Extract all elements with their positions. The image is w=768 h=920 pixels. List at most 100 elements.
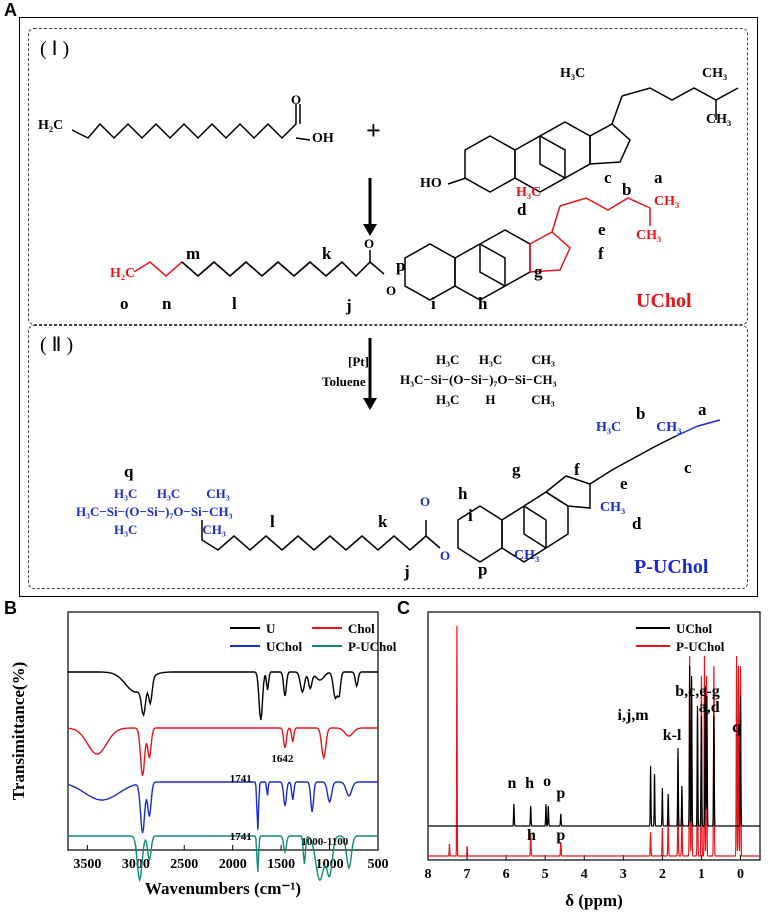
chol-letter-d: d bbox=[517, 200, 527, 219]
nmr-peak-label: q bbox=[732, 719, 741, 736]
ftir-legend-label: U bbox=[266, 621, 276, 636]
ftir-x-tick-label: 500 bbox=[368, 857, 389, 872]
p-letter-j: j bbox=[404, 562, 410, 581]
nmr-plot-frame bbox=[427, 611, 761, 861]
p-o-carbonyl: O bbox=[420, 494, 431, 509]
p-letter-e: e bbox=[620, 474, 628, 493]
plus-sign: + bbox=[366, 116, 381, 145]
u-letter-o: o bbox=[120, 294, 129, 313]
u-letter-m: m bbox=[186, 244, 201, 263]
ftir-series-p-uchol bbox=[68, 835, 378, 883]
p-letter-l: l bbox=[270, 512, 275, 531]
chol-ch3-bottom: CH₃ bbox=[706, 112, 732, 127]
solvent-label: Toluene bbox=[322, 374, 366, 389]
reagent-siloxane-1: H₃C H₃C CH₃ bbox=[436, 352, 555, 367]
panel-a-frame bbox=[19, 17, 758, 597]
u-letter-f: f bbox=[598, 244, 604, 263]
p-letter-i: i bbox=[468, 506, 473, 525]
p-letter-k: k bbox=[378, 512, 388, 531]
nmr-x-tick-label: 8 bbox=[425, 867, 432, 882]
u-letter-e: e bbox=[598, 220, 606, 239]
ftir-series-u bbox=[68, 671, 378, 721]
p-letter-p: p bbox=[478, 560, 488, 579]
u-letter-k: k bbox=[322, 244, 332, 263]
panel-a-letter: A bbox=[4, 0, 17, 20]
ftir-x-tick-label: 1000 bbox=[316, 857, 344, 872]
ftir-x-tick-label: 2000 bbox=[219, 857, 247, 872]
panel-c-letter: C bbox=[397, 598, 410, 618]
step2-box bbox=[28, 325, 748, 589]
p-letter-f: f bbox=[574, 460, 580, 479]
ftir-x-tick-label: 2500 bbox=[170, 857, 198, 872]
u-letter-l: l bbox=[232, 294, 237, 313]
p-letter-g: g bbox=[512, 460, 521, 479]
step1-label: ( Ⅰ ) bbox=[40, 38, 70, 60]
step1-box bbox=[28, 28, 748, 325]
catalyst-label: [Pt] bbox=[348, 354, 369, 369]
chol-h3c: H₃C bbox=[560, 66, 586, 81]
uchol-o-carbonyl: O bbox=[364, 236, 375, 251]
nmr-x-tick-label: 6 bbox=[503, 867, 510, 882]
nmr-x-tick-label: 2 bbox=[659, 867, 666, 882]
step2-label: ( Ⅱ ) bbox=[40, 334, 74, 356]
nmr-x-tick-label: 5 bbox=[542, 867, 549, 882]
ftir-x-tick-label: 1500 bbox=[267, 857, 295, 872]
p-letter-c: c bbox=[684, 458, 692, 477]
nmr-x-tick-label: 4 bbox=[581, 867, 588, 882]
nmr-peak-label: o bbox=[543, 773, 551, 790]
ftir-series-uchol bbox=[67, 781, 378, 834]
ftir-annotation: 1741 bbox=[230, 831, 252, 843]
ftir-annotation: 1741 bbox=[230, 773, 252, 785]
nmr-peak-label: k-l bbox=[663, 727, 682, 744]
acid-vinyl-label: H₂C bbox=[38, 118, 64, 133]
panel-b-letter: B bbox=[4, 598, 17, 618]
u-letter-b: b bbox=[622, 180, 632, 199]
nmr-peak-label: a,d bbox=[699, 699, 720, 716]
nmr-peak-label: p bbox=[556, 785, 565, 802]
u-letter-n: n bbox=[162, 294, 172, 313]
ftir-y-label: Transimittance(%) bbox=[9, 662, 28, 801]
uchol-ch3-a: CH₃ bbox=[654, 194, 680, 209]
ftir-plot-frame bbox=[67, 611, 379, 851]
p-siloxane-3: H₃C CH₃ bbox=[114, 522, 226, 537]
nmr-peak-label: n bbox=[508, 775, 517, 792]
ftir-x-label: Wavenumbers (cm⁻¹) bbox=[145, 879, 301, 898]
ftir-annotation: 1000-1100 bbox=[301, 836, 349, 848]
uchol-h3c: H₃C bbox=[516, 185, 542, 200]
ftir-legend-label: P-UChol bbox=[348, 639, 397, 654]
u-letter-i: i bbox=[431, 294, 436, 313]
acid-o-label: O bbox=[291, 92, 302, 107]
uchol-vinyl: H₂C bbox=[110, 266, 136, 281]
nmr-legend-label: P-UChol bbox=[676, 639, 725, 654]
ftir-x-tick-label: 3500 bbox=[73, 857, 101, 872]
nmr-peak-label: h bbox=[527, 827, 536, 844]
uchol-ch3-b: CH₃ bbox=[636, 228, 662, 243]
chol-ho: HO bbox=[420, 176, 442, 191]
p-o-ester: O bbox=[440, 548, 451, 563]
nmr-series-p-uchol bbox=[428, 625, 760, 857]
nmr-peak-label: b,c,e-g bbox=[675, 683, 719, 700]
nmr-x-tick-label: 7 bbox=[464, 867, 471, 882]
nmr-x-tick-label: 1 bbox=[698, 867, 705, 882]
chol-ch3-top: CH₃ bbox=[702, 66, 728, 81]
p-siloxane-1: H₃C H₃C CH₃ bbox=[114, 486, 230, 501]
nmr-x-label: δ (ppm) bbox=[565, 891, 622, 910]
p-letter-h: h bbox=[458, 484, 468, 503]
nmr-series-uchol bbox=[428, 665, 760, 827]
uchol-name: UChol bbox=[636, 290, 692, 312]
nmr-legend-label: UChol bbox=[676, 621, 713, 636]
uchol-o-ester: O bbox=[386, 283, 397, 298]
u-letter-j: j bbox=[346, 296, 352, 315]
p-siloxane-2: H₃C−Si−(O−Si−)₇O−Si−CH₃ bbox=[76, 504, 233, 519]
reagent-siloxane-2: H₃C−Si−(O−Si−)₇O−Si−CH₃ bbox=[400, 372, 557, 387]
u-letter-c: c bbox=[604, 168, 612, 187]
p-letter-a: a bbox=[698, 400, 707, 419]
u-letter-g: g bbox=[534, 262, 543, 281]
u-letter-p: p bbox=[396, 256, 406, 275]
